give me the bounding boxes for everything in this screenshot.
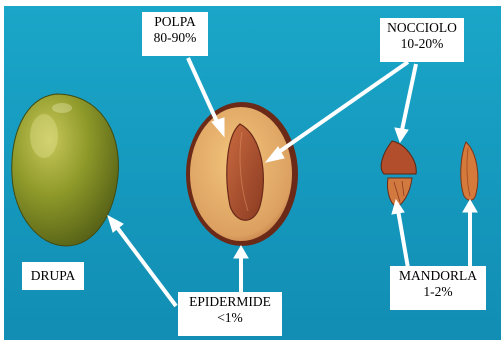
polpa-label: POLPA 80-90%: [142, 12, 208, 56]
nocciolo-name: NOCCIOLO: [385, 20, 459, 36]
epidermide-value: <1%: [183, 310, 277, 326]
drupa-label: DRUPA: [22, 262, 84, 290]
polpa-value: 80-90%: [147, 30, 203, 46]
halved-olive: [186, 102, 298, 246]
mandorla-label: MANDORLA 1-2%: [390, 266, 486, 310]
mandorla-value: 1-2%: [395, 284, 481, 300]
epidermide-name: EPIDERMIDE: [183, 294, 277, 310]
nocciolo-value: 10-20%: [385, 36, 459, 52]
olive-anatomy-diagram: POLPA 80-90% NOCCIOLO 10-20% DRUPA EPIDE…: [4, 6, 501, 340]
nocciolo-label: NOCCIOLO 10-20%: [380, 18, 464, 62]
mandorla-name: MANDORLA: [395, 268, 481, 284]
polpa-name: POLPA: [147, 14, 203, 30]
drupa-name: DRUPA: [27, 264, 79, 288]
pit-nocciolo: [381, 141, 416, 206]
epidermide-label: EPIDERMIDE <1%: [178, 292, 282, 336]
whole-olive: [12, 94, 119, 246]
seed-mandorla: [461, 142, 478, 200]
